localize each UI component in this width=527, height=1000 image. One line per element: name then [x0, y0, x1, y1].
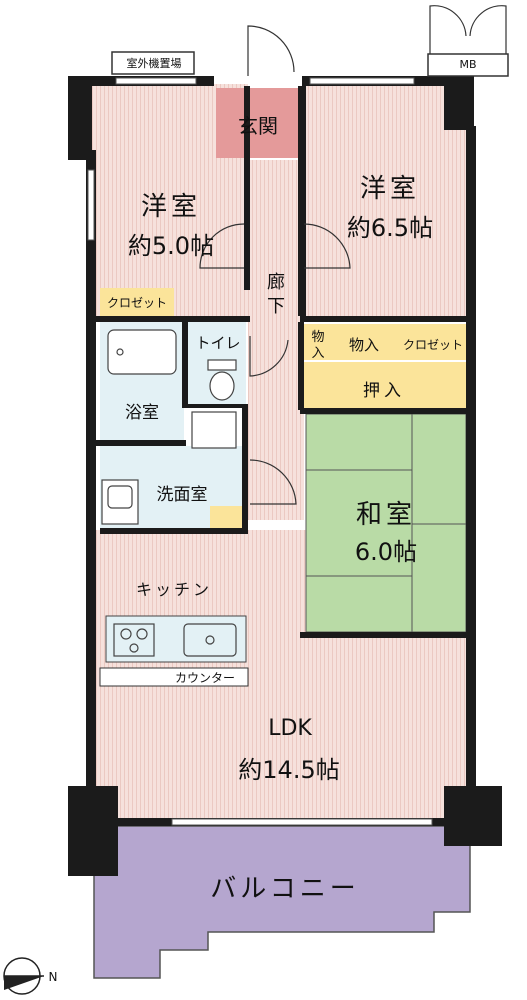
mb-label: MB	[459, 58, 477, 71]
oshiire-label: 押入	[363, 381, 405, 401]
balcony-label: バルコニー	[210, 874, 360, 904]
storage-label: 物入	[348, 336, 379, 354]
closet-1-label: クロゼット	[106, 296, 167, 310]
mb-box	[427, 53, 509, 77]
toilet-label: トイレ	[195, 334, 241, 352]
entrance-floor	[216, 88, 300, 158]
floors	[92, 84, 471, 979]
entrance-label: 玄関	[238, 114, 278, 138]
entrance-door	[247, 25, 295, 76]
door-swings	[199, 223, 351, 505]
western-room-1-name: 洋室	[140, 192, 201, 222]
wash-closet-floor	[210, 506, 244, 530]
storage-small-label-1: 物	[311, 330, 325, 345]
oshiire-floor	[304, 362, 468, 410]
toilet-icon	[207, 359, 237, 401]
outdoor-unit-area	[111, 51, 195, 75]
western-room-2-name: 洋室	[359, 174, 420, 204]
compass-icon	[3, 957, 44, 995]
closet1-floor	[100, 288, 174, 316]
mb-doors	[429, 5, 507, 54]
counter-label: カウンター	[174, 671, 235, 685]
western-room-1-size: 約5.0帖	[127, 232, 215, 260]
balcony-floor	[93, 825, 471, 979]
storage-strip-floor	[304, 324, 468, 360]
washroom-label: 洗面室	[156, 485, 208, 505]
corridor-label-2: 下	[267, 296, 285, 317]
bath-label: 浴室	[125, 403, 159, 423]
outdoor-unit-label: 室外機置場	[126, 57, 182, 70]
ldk-name: LDK	[268, 716, 312, 741]
ldk-size: 約14.5帖	[238, 756, 340, 784]
stove-icon	[113, 623, 155, 657]
compass-label: N	[48, 970, 58, 984]
storage-small-label-2: 入	[311, 346, 325, 361]
wash-basin-icon	[101, 479, 139, 525]
windows	[87, 77, 433, 826]
japanese-room-name: 和室	[355, 500, 416, 530]
counter-top	[99, 667, 249, 687]
bathtub-icon	[107, 329, 177, 375]
sink-icon	[183, 623, 237, 657]
closet-2-label: クロゼット	[402, 338, 463, 352]
kitchen-label: キッチン	[135, 580, 212, 599]
western-room-2-floor	[304, 84, 468, 316]
japanese-room-size: 6.0帖	[354, 538, 418, 566]
washer-icon	[191, 411, 237, 449]
western-room-2-size: 約6.5帖	[346, 214, 434, 242]
corridor-label-1: 廊	[267, 272, 285, 293]
